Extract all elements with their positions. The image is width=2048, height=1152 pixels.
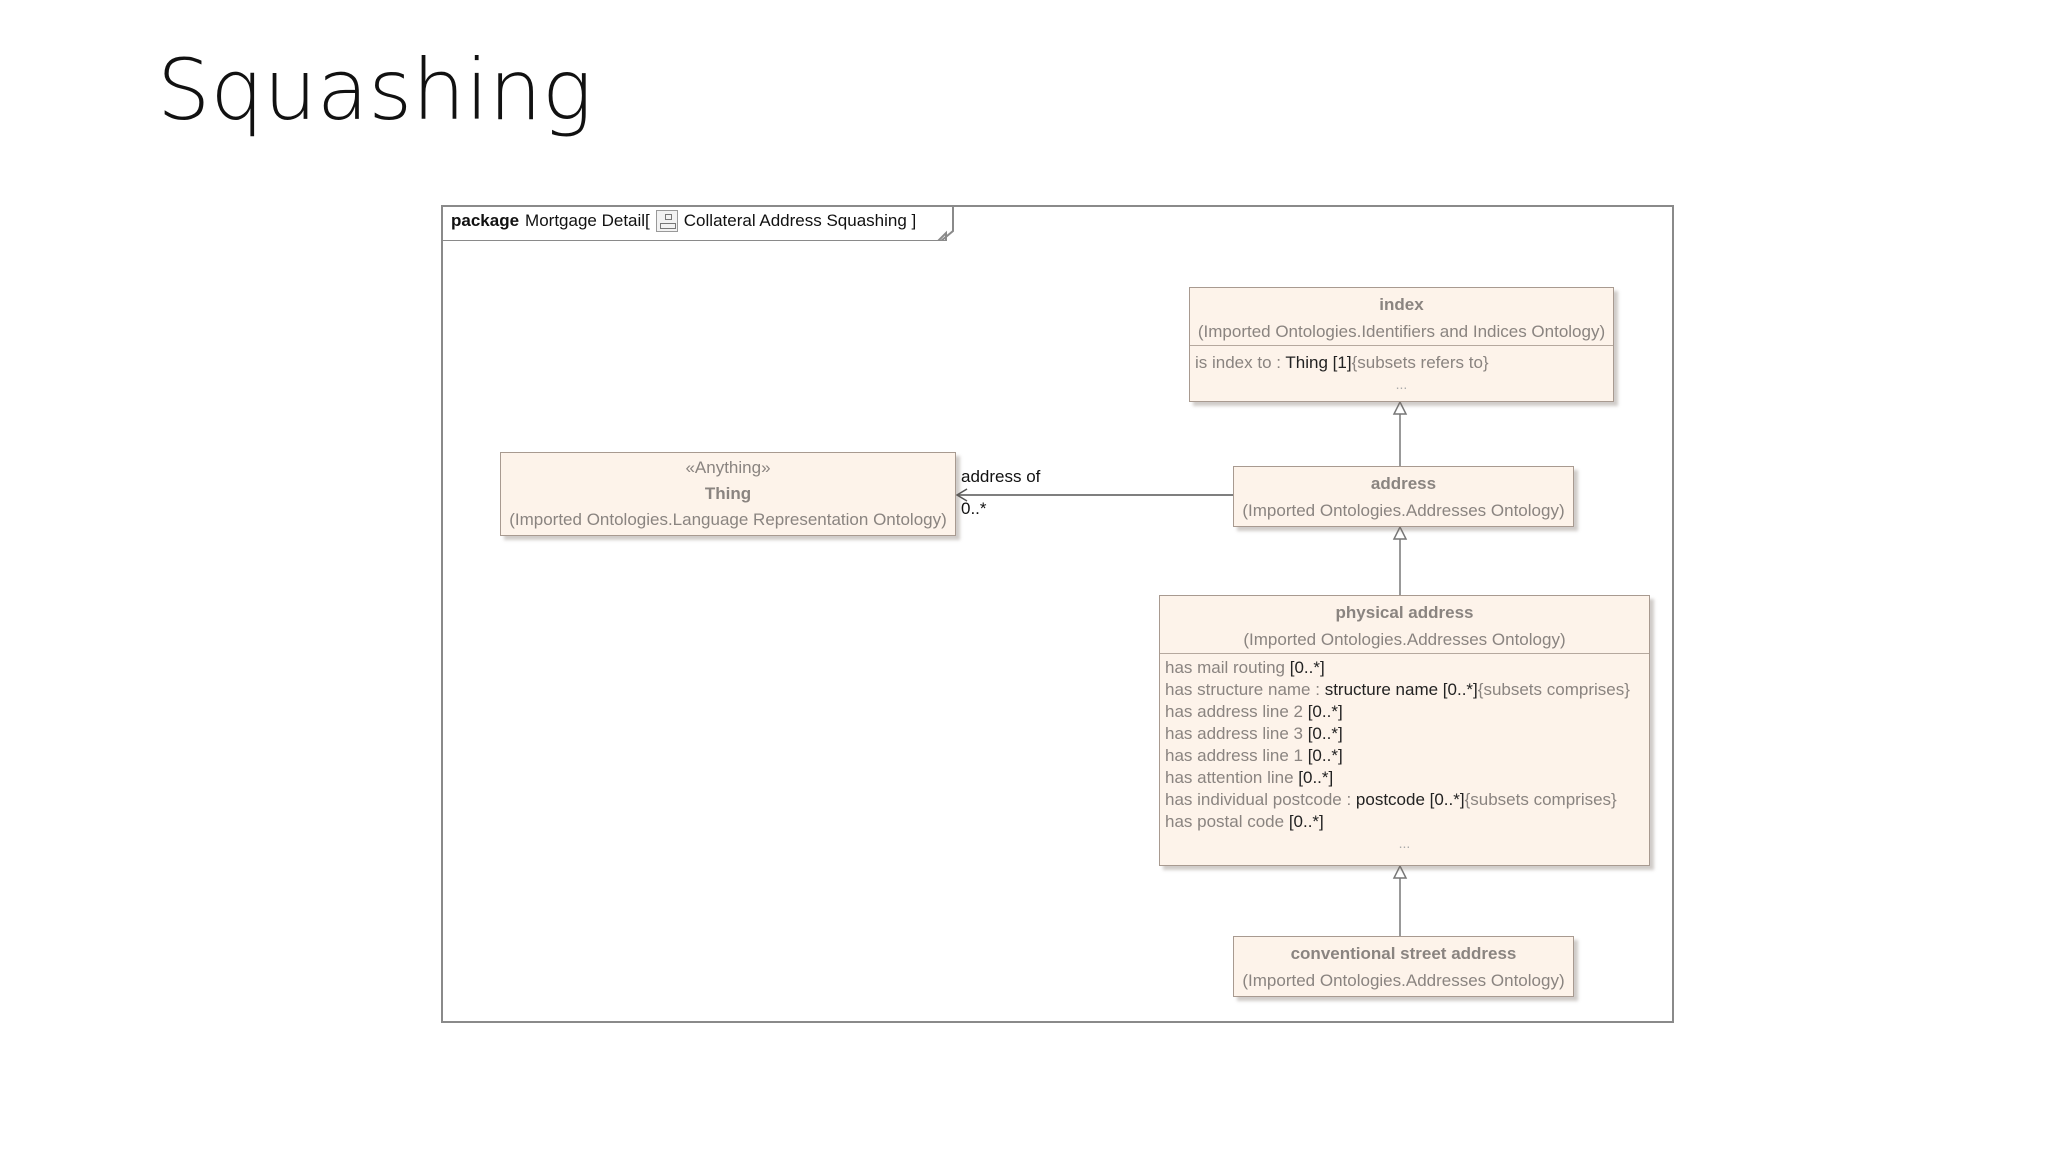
attribute-row: is index to : Thing [1]{subsets refers t… bbox=[1195, 353, 1489, 372]
generalization-arrowhead bbox=[1392, 400, 1408, 415]
class-conventional-street-address[interactable]: conventional street address (Imported On… bbox=[1233, 936, 1574, 997]
class-address[interactable]: address (Imported Ontologies.Addresses O… bbox=[1233, 466, 1574, 527]
attribute-row: has address line 3 [0..*] bbox=[1165, 724, 1343, 743]
class-owner: (Imported Ontologies.Addresses Ontology) bbox=[1243, 630, 1566, 649]
frame-diagram-name: Collateral Address Squashing ] bbox=[683, 211, 917, 230]
class-index[interactable]: index (Imported Ontologies.Identifiers a… bbox=[1189, 287, 1614, 402]
frame-tab-outline bbox=[441, 205, 954, 241]
class-name: Thing bbox=[704, 484, 752, 503]
frame-header: package Mortgage Detail[ Collateral Addr… bbox=[451, 210, 916, 232]
attribute-compartment: is index to : Thing [1]{subsets refers t… bbox=[1190, 345, 1613, 394]
attribute-row: has address line 2 [0..*] bbox=[1165, 702, 1343, 721]
class-name: index bbox=[1379, 295, 1424, 314]
class-owner: (Imported Ontologies.Addresses Ontology) bbox=[1242, 971, 1565, 990]
attribute-row: has postal code [0..*] bbox=[1165, 812, 1324, 831]
association-arrowhead bbox=[955, 488, 968, 502]
frame-keyword: package bbox=[451, 211, 520, 230]
more-indicator: ... bbox=[1398, 835, 1411, 851]
more-indicator: ... bbox=[1395, 376, 1408, 392]
class-name: address bbox=[1370, 474, 1437, 493]
class-name: conventional street address bbox=[1290, 944, 1517, 963]
attribute-compartment: has mail routing [0..*] has structure na… bbox=[1160, 653, 1649, 853]
association-multiplicity: 0..* bbox=[961, 499, 987, 518]
generalization-arrowhead bbox=[1392, 525, 1408, 540]
class-stereotype: «Anything» bbox=[685, 458, 771, 477]
class-owner: (Imported Ontologies.Identifiers and Ind… bbox=[1197, 322, 1606, 341]
class-diagram-icon bbox=[655, 210, 678, 232]
attribute-row: has mail routing [0..*] bbox=[1165, 658, 1325, 677]
class-physical-address[interactable]: physical address (Imported Ontologies.Ad… bbox=[1159, 595, 1650, 866]
slide-title: Squashing bbox=[157, 41, 593, 139]
attribute-row: has address line 1 [0..*] bbox=[1165, 746, 1343, 765]
attribute-row: has attention line [0..*] bbox=[1165, 768, 1334, 787]
class-thing[interactable]: «Anything» Thing (Imported Ontologies.La… bbox=[500, 452, 956, 536]
class-name: physical address bbox=[1335, 603, 1474, 622]
attribute-row: has individual postcode : postcode [0..*… bbox=[1165, 790, 1617, 809]
class-owner: (Imported Ontologies.Addresses Ontology) bbox=[1242, 501, 1565, 520]
class-owner: (Imported Ontologies.Language Representa… bbox=[509, 510, 947, 529]
attribute-row: has structure name : structure name [0..… bbox=[1165, 680, 1630, 699]
generalization-arrowhead bbox=[1392, 864, 1408, 879]
association-role-label: address of bbox=[961, 467, 1041, 486]
frame-package-name: Mortgage Detail[ bbox=[525, 211, 650, 230]
